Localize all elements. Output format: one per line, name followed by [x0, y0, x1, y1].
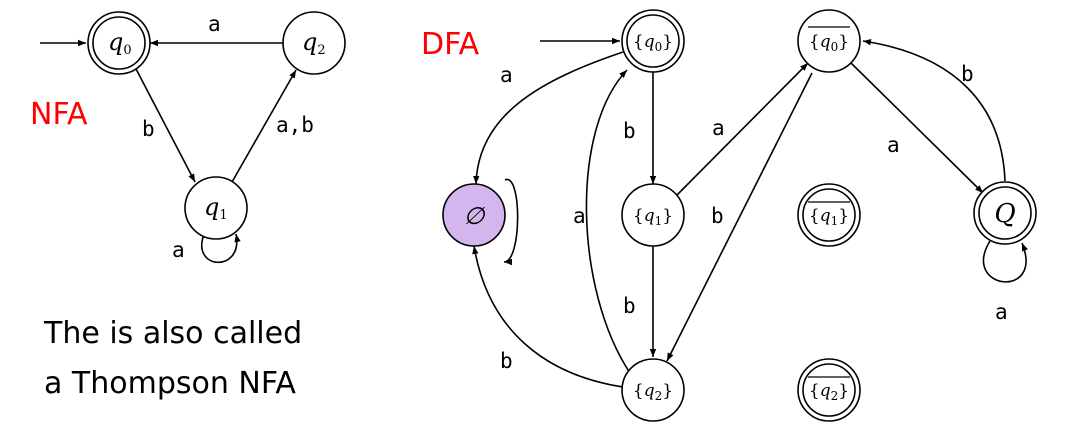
dfa-edge-label-Q-q0bar: b — [961, 62, 974, 86]
nfa-state-q1-name: q — [204, 193, 219, 221]
nfa-state-q2-name: q — [302, 28, 317, 56]
dfa-edge-label-q1-q2: b — [623, 294, 636, 318]
dfa-edge-Q-q0bar — [862, 39, 1006, 182]
nfa-state-q0-name: q — [108, 28, 123, 56]
caption-line-1: The is also called — [43, 316, 302, 351]
dfa-edge-label-Q-loop: a — [995, 300, 1008, 324]
dfa-edge-label-q2-empty: b — [500, 349, 513, 373]
nfa-edge-label-q1-loop: a — [172, 238, 185, 262]
dfa-edge-label-q0-empty: a — [500, 63, 513, 87]
svg-text:{q0}: {q0} — [633, 32, 673, 54]
dfa-edge-label-q2-q0: a — [573, 204, 586, 228]
dfa-state-q2bar: {q2} — [797, 358, 861, 422]
dfa-edge-label-q0bar-q2: b — [711, 204, 724, 228]
caption-line-2: a Thompson NFA — [44, 366, 296, 401]
dfa-state-q1: {q1} — [621, 183, 685, 247]
dfa-state-q1bar: {q1} — [797, 183, 861, 247]
dfa-edge-q0-empty — [473, 51, 624, 185]
nfa-state-q1-sub: 1 — [219, 208, 227, 223]
dfa-edge-label-q0bar-Q: a — [887, 133, 900, 157]
nfa-edge-q1-loop — [201, 231, 241, 264]
dfa-edge-q1-q0bar — [676, 62, 809, 196]
dfa-state-Q: Q — [973, 181, 1037, 245]
dfa-state-q0bar: {q0} — [797, 9, 861, 73]
nfa-state-q2-sub: 2 — [317, 43, 325, 58]
dfa-title: DFA — [421, 27, 480, 62]
dfa-state-q2: {q2} — [621, 358, 685, 422]
nfa-edge-q0-q1 — [134, 66, 196, 183]
nfa-edge-q1-q2 — [231, 69, 297, 183]
nfa-edge-label-q2-q0: a — [208, 12, 221, 36]
dfa-edge-empty-loop — [503, 179, 519, 266]
dfa-edge-q0bar-Q — [850, 62, 984, 194]
svg-text:{q1}: {q1} — [809, 206, 849, 228]
svg-text:q1: q1 — [204, 193, 228, 223]
svg-text:{q1}: {q1} — [633, 206, 673, 228]
dfa-state-q0: {q0} — [621, 9, 685, 73]
nfa-state-q1: q1 — [184, 176, 248, 240]
dfa-state-empty-label: ∅ — [464, 202, 486, 230]
svg-text:{q2}: {q2} — [633, 381, 673, 403]
dfa-edge-q2-q0 — [585, 69, 631, 374]
nfa-edge-label-q0-q1: b — [142, 117, 155, 141]
dfa-state-Q-label: Q — [994, 199, 1015, 229]
nfa-edge-label-q1-q2: a,b — [276, 113, 314, 137]
svg-text:q0: q0 — [108, 28, 132, 58]
dfa-edge-q0bar-q2 — [666, 72, 813, 362]
nfa-state-q0: q0 — [87, 11, 151, 75]
svg-text:{q2}: {q2} — [809, 381, 849, 403]
svg-text:q2: q2 — [302, 28, 326, 58]
dfa-edge-Q-loop — [982, 240, 1028, 283]
nfa-state-q2: q2 — [282, 11, 346, 75]
nfa-title: NFA — [30, 97, 88, 132]
dfa-edge-q2-empty — [472, 245, 624, 388]
dfa-edge-label-q0-q1: b — [623, 119, 636, 143]
svg-text:{q0}: {q0} — [809, 32, 849, 54]
dfa-edge-label-q1-q0bar: a — [712, 116, 725, 140]
nfa-state-q0-sub: 0 — [123, 43, 131, 58]
dfa-state-empty: ∅ — [442, 183, 506, 247]
